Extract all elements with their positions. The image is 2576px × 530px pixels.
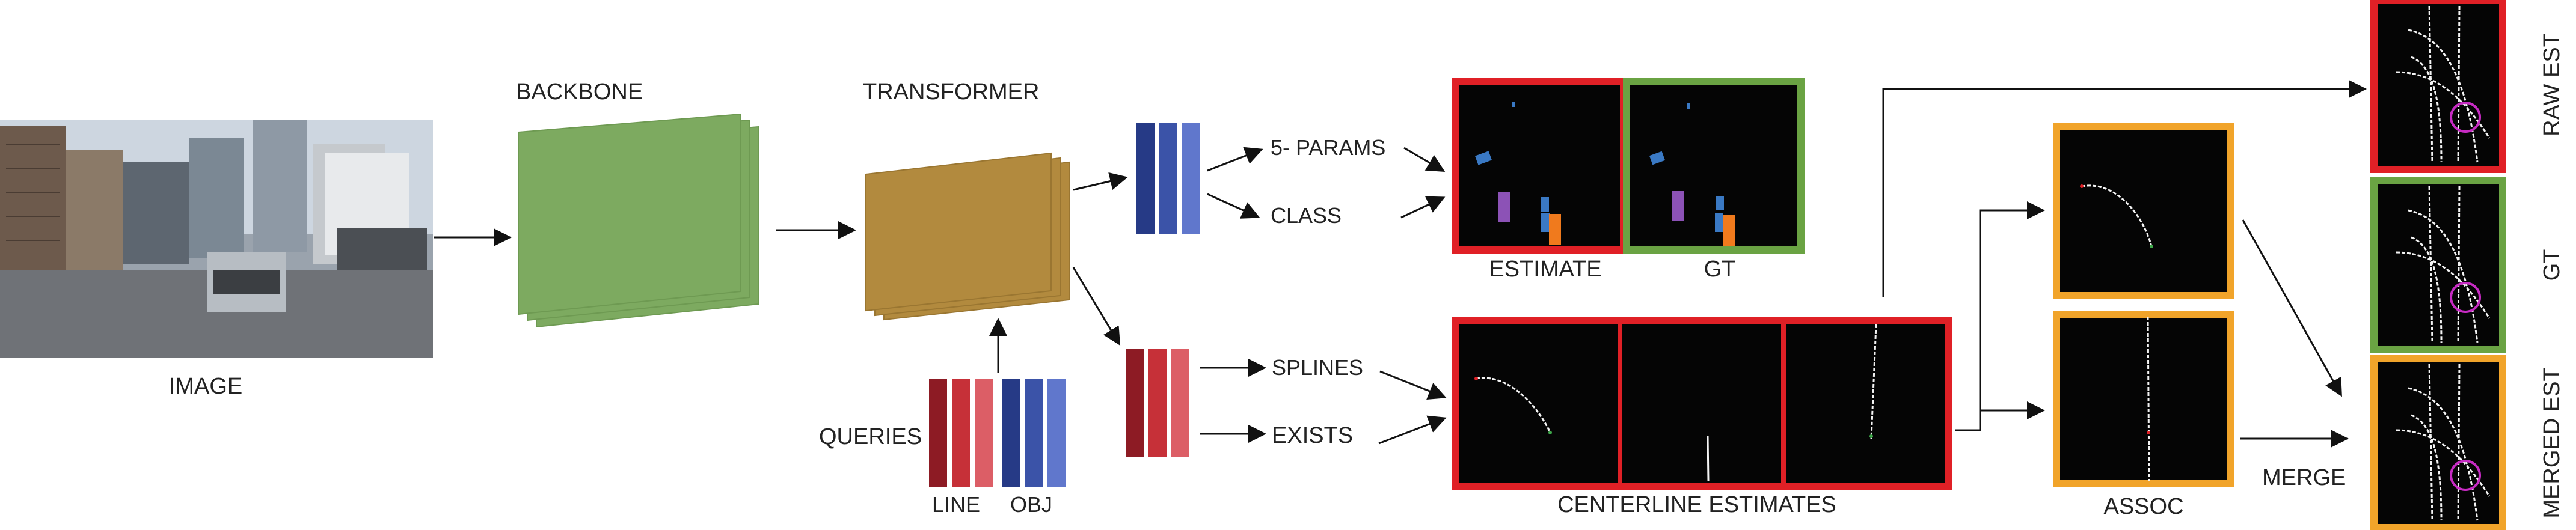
- params-label: 5- PARAMS: [1271, 135, 1385, 160]
- raw-est-label: RAW EST: [2539, 33, 2565, 136]
- arrow-obj-to-params: [1207, 147, 1263, 172]
- queries-label: QUERIES: [819, 424, 922, 449]
- estimate-label: ESTIMATE: [1489, 257, 1601, 282]
- assoc-panel-bottom: [2053, 311, 2234, 487]
- arrow-assoc-to-merged: [2242, 219, 2342, 397]
- backbone-label: BACKBONE: [516, 79, 643, 105]
- arrow-centerlines-to-assoc-top: [1955, 201, 2045, 431]
- class-label: CLASS: [1271, 203, 1342, 228]
- splines-label: SPLINES: [1272, 355, 1363, 380]
- arrow-centerlines-to-assoc-bottom: [1979, 401, 2045, 430]
- transformer-block: [865, 152, 1070, 321]
- input-street-image: [0, 120, 433, 358]
- gt-top-label: GT: [1704, 257, 1736, 282]
- arrow-obj-to-class: [1207, 193, 1260, 219]
- image-label: IMAGE: [169, 374, 242, 399]
- assoc-panel-top: [2053, 123, 2234, 299]
- arrow-exists-to-centerlines: [1378, 415, 1447, 445]
- arrow-transformer-to-line-head: [1072, 267, 1121, 346]
- query-bars: [929, 379, 1066, 487]
- assoc-label: ASSOC: [2103, 494, 2183, 519]
- line-head-bars: [1126, 349, 1189, 457]
- merged-est-panel: [2370, 355, 2506, 530]
- raw-est-panel: [2370, 0, 2506, 173]
- centerline-estimates-panel: [1452, 317, 1952, 490]
- arrow-splines-to-centerlines: [1379, 370, 1447, 400]
- arrow-transformer-to-obj-head: [1073, 172, 1128, 191]
- merged-est-label: MERGED EST: [2539, 367, 2565, 518]
- arrow-class-to-estimate: [1400, 196, 1446, 219]
- merge-label: MERGE: [2262, 465, 2346, 490]
- gt-side-panel: [2370, 177, 2506, 353]
- arrow-params-to-estimate: [1403, 147, 1446, 172]
- line-query-label: LINE: [932, 492, 980, 517]
- row-lines-decor: [6, 144, 60, 241]
- object-gt-panel: [1623, 78, 1805, 254]
- exists-label: EXISTS: [1272, 423, 1353, 448]
- arrow-centerlines-to-raw-est: [1882, 80, 2367, 297]
- backbone-block: [518, 113, 759, 328]
- transformer-label: TRANSFORMER: [863, 79, 1039, 105]
- gt-side-label: GT: [2539, 249, 2565, 281]
- obj-head-bars: [1136, 123, 1200, 234]
- obj-query-label: OBJ: [1010, 492, 1052, 517]
- centerline-estimates-label: CENTERLINE ESTIMATES: [1557, 492, 1836, 517]
- object-estimate-panel: [1452, 78, 1627, 254]
